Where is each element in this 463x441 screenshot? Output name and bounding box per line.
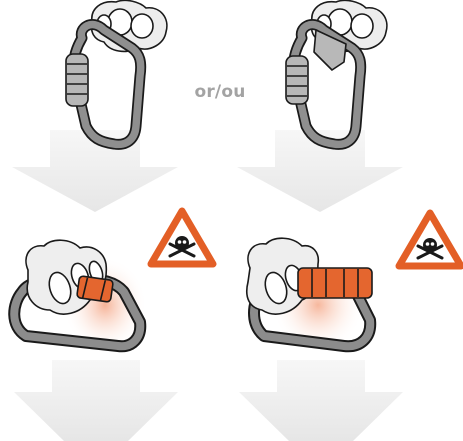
top-right-carabiner	[286, 0, 387, 144]
down-arrow-icon	[14, 360, 178, 441]
down-arrow-icon	[239, 360, 403, 441]
cross-loaded-carabiner	[14, 240, 147, 353]
top-left-carabiner	[66, 0, 167, 144]
danger-skull-warning-icon	[151, 211, 213, 264]
gate-loaded-carabiner	[247, 238, 372, 353]
danger-skull-warning-icon	[399, 213, 461, 266]
or-separator-label: or/ou	[185, 82, 255, 102]
